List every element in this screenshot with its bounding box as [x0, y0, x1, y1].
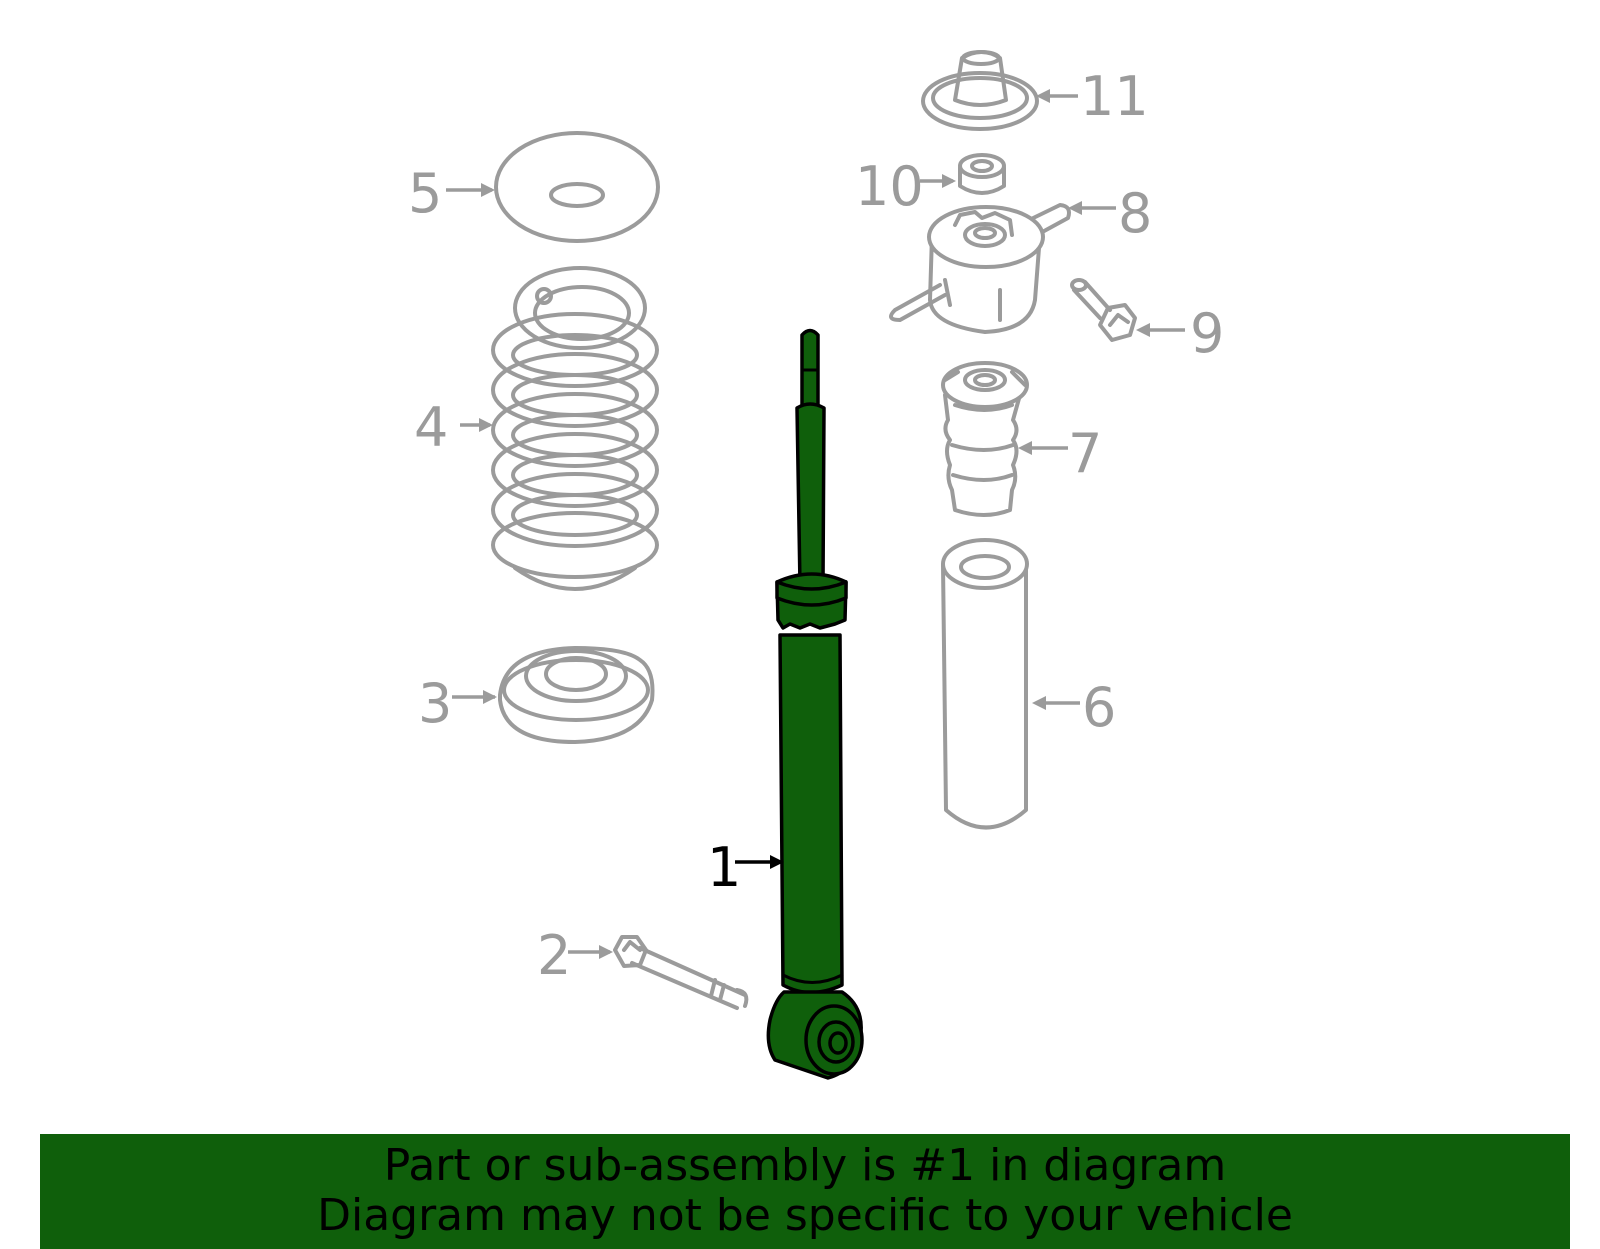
info-banner: Part or sub-assembly is #1 in diagram Di… [40, 1134, 1570, 1249]
part-8-upper-mount[interactable] [889, 203, 1071, 334]
callout-4[interactable]: 4 [414, 396, 448, 459]
part-4-coil-spring[interactable] [491, 266, 659, 591]
callout-1[interactable]: 1 [707, 836, 741, 899]
part-11-upper-mount-cap[interactable] [921, 50, 1039, 131]
part-3-lower-spring-seat[interactable] [498, 646, 655, 744]
part-1-shock-absorber[interactable] [766, 328, 864, 1080]
callout-6[interactable]: 6 [1082, 676, 1116, 739]
part-2-lower-bolt[interactable] [613, 935, 749, 1010]
callout-8[interactable]: 8 [1118, 182, 1152, 245]
callout-3[interactable]: 3 [418, 672, 452, 735]
part-7-bump-stop[interactable] [941, 361, 1029, 517]
leader-arrowheads [479, 89, 1150, 959]
callout-10[interactable]: 10 [855, 155, 924, 218]
part-6-dust-boot[interactable] [941, 538, 1029, 830]
callout-7[interactable]: 7 [1068, 422, 1102, 485]
part-9-bolt[interactable] [1070, 278, 1137, 342]
banner-line-1: Part or sub-assembly is #1 in diagram [383, 1140, 1227, 1191]
parts-diagram: 1 2 3 4 5 6 7 8 9 10 11 [408, 50, 1224, 1080]
callout-5[interactable]: 5 [408, 162, 442, 225]
callout-2[interactable]: 2 [537, 924, 571, 987]
callout-11[interactable]: 11 [1080, 65, 1149, 128]
part-5-spring-insulator[interactable] [494, 131, 660, 243]
part-10-nut[interactable] [958, 153, 1006, 195]
callout-9[interactable]: 9 [1190, 302, 1224, 365]
banner-line-2: Diagram may not be specific to your vehi… [317, 1190, 1293, 1241]
